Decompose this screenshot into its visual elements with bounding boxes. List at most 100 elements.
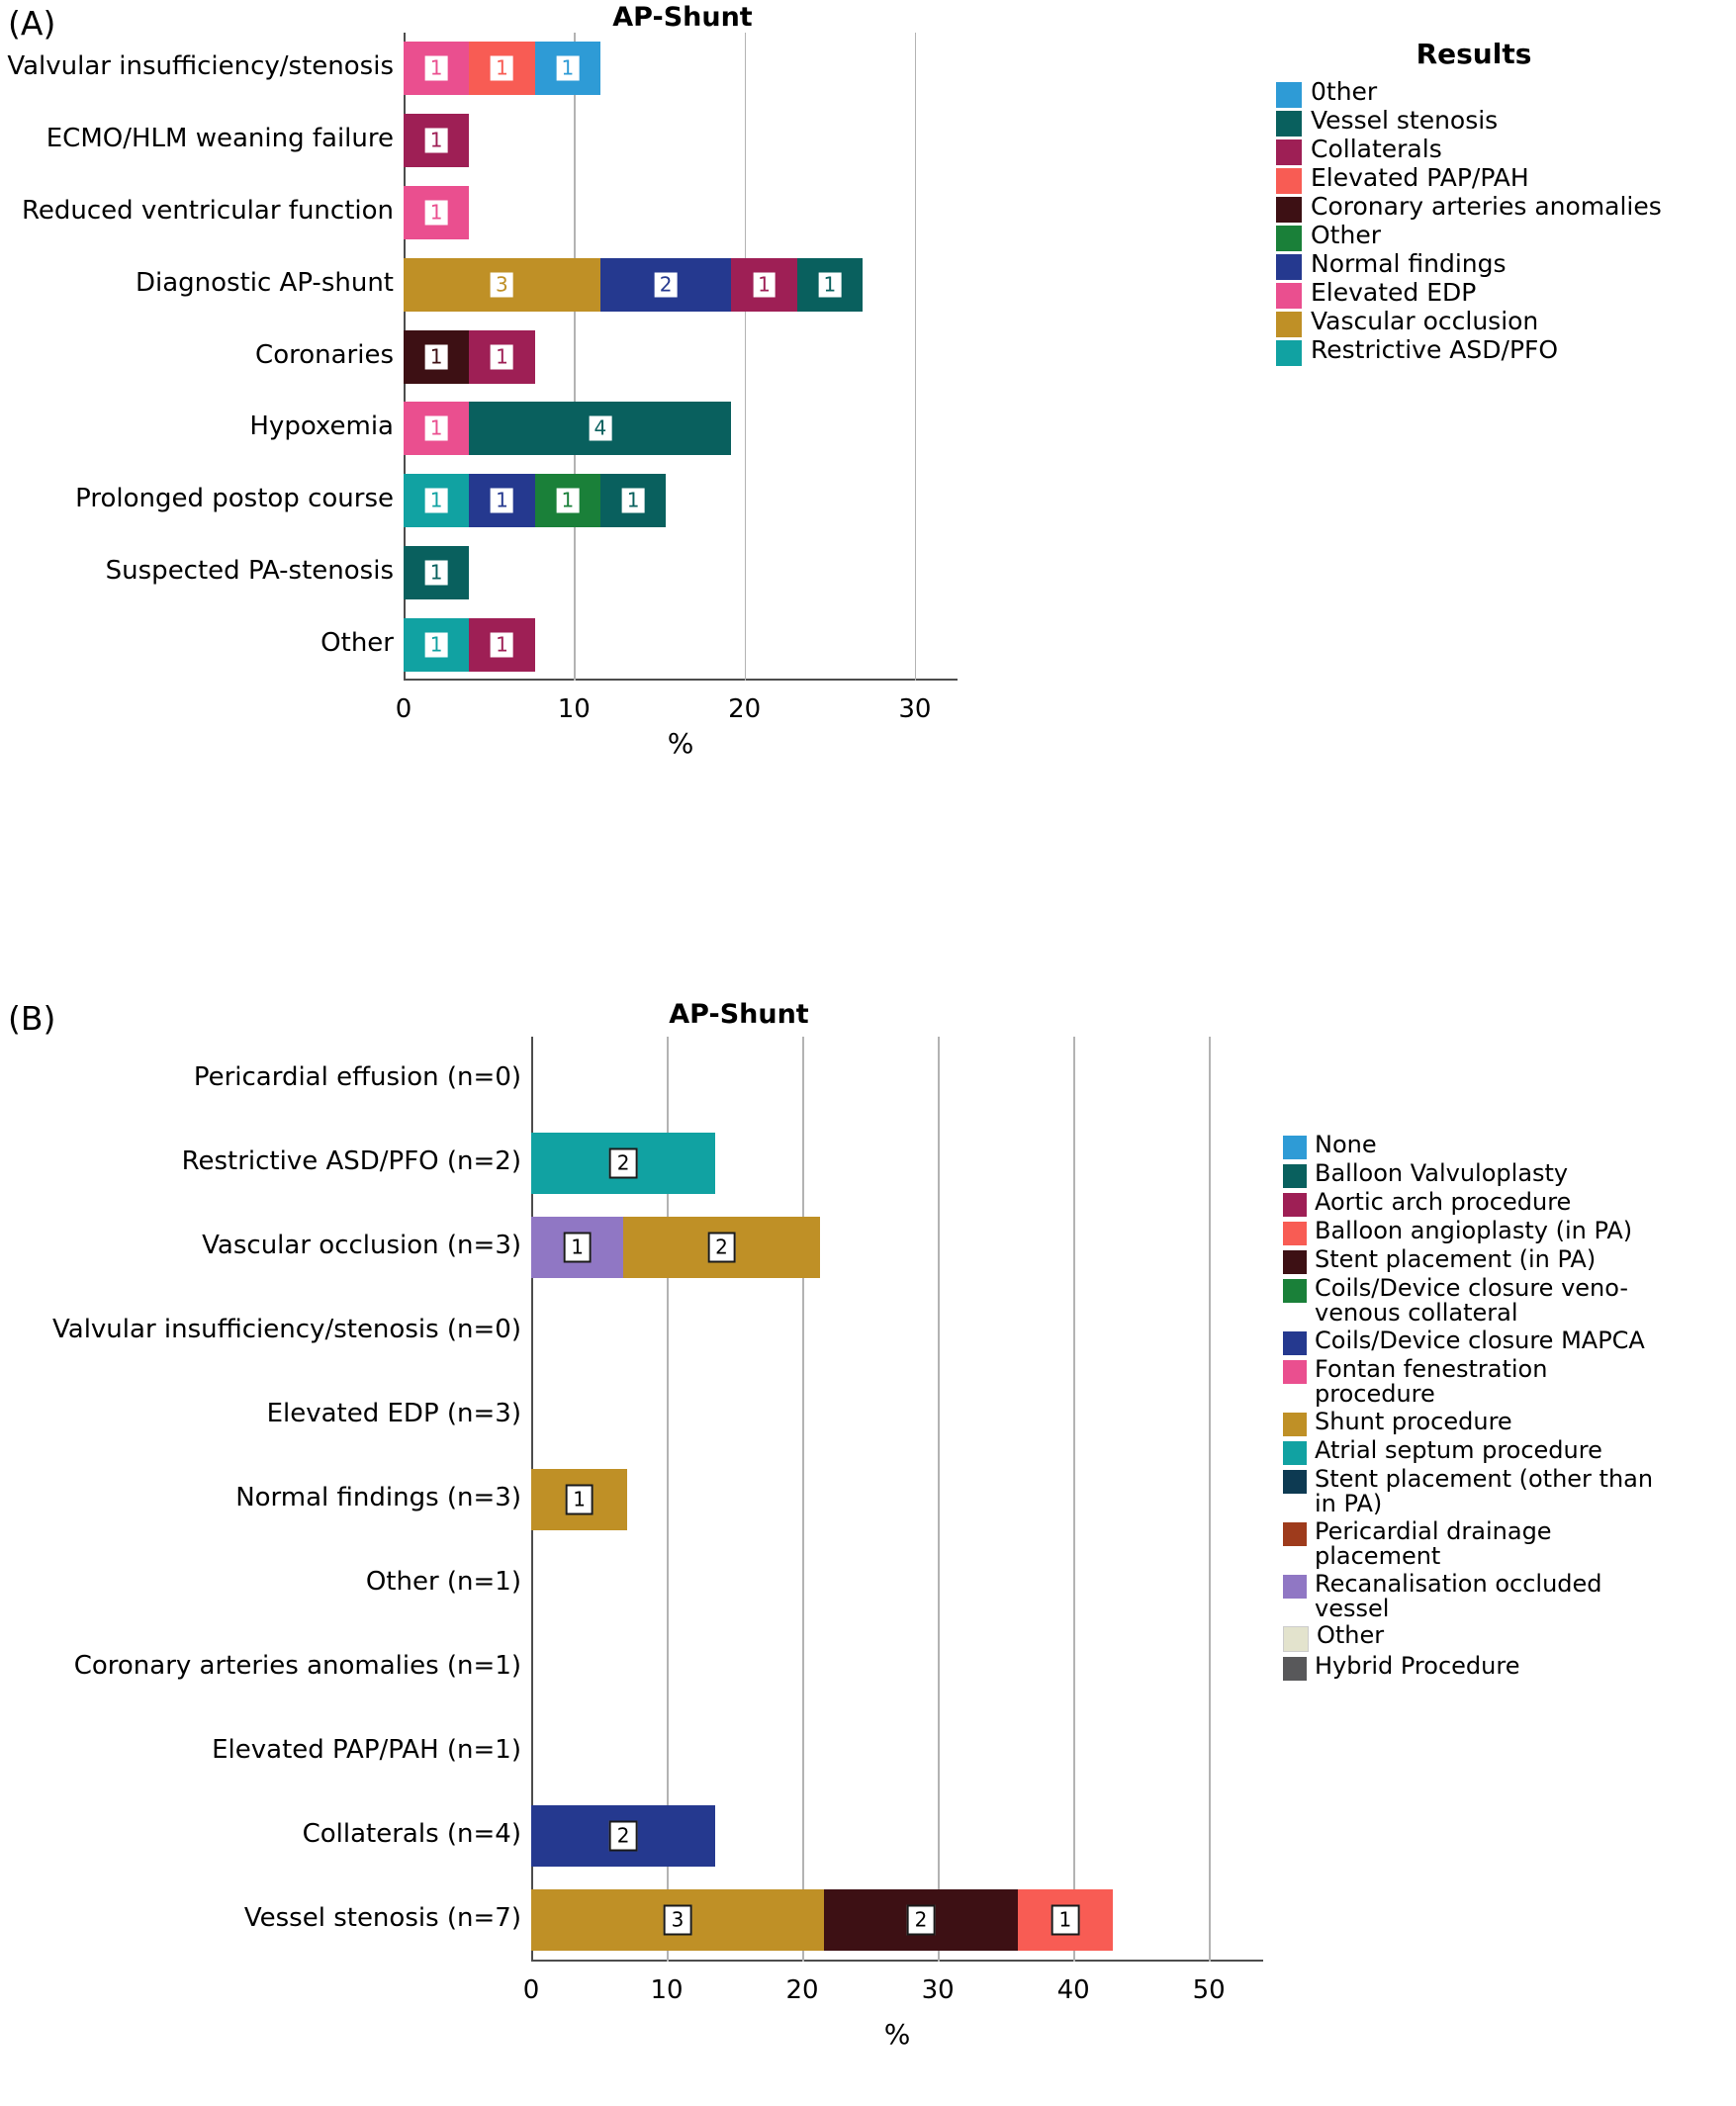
legend-item: Vascular occlusion <box>1276 309 1731 337</box>
bar-segment: 1 <box>404 185 470 239</box>
legend-item-label: Other <box>1311 221 1381 249</box>
segment-value-label: 2 <box>654 272 678 298</box>
bar-row <box>531 1721 1263 1783</box>
bar-row: 1 <box>404 185 958 239</box>
gridline <box>667 1037 669 1962</box>
legend-item-label: Restrictive ASD/PFO <box>1311 335 1559 364</box>
segment-value-label: 1 <box>424 632 448 658</box>
legend-item: 0ther <box>1276 79 1731 108</box>
legend-item-label: Other <box>1317 1621 1385 1650</box>
bar-segment: 1 <box>469 329 535 384</box>
segment-value-label: 2 <box>608 1820 638 1851</box>
legend-color-swatch <box>1283 1521 1307 1546</box>
gridline <box>574 33 576 681</box>
bar-row: 2 <box>531 1132 1263 1194</box>
legend-item-label: Collaterals <box>1311 135 1442 163</box>
gridline <box>744 33 747 681</box>
bar-segment: 1 <box>534 474 600 528</box>
legend-color-swatch <box>1276 168 1302 194</box>
legend-item: Pericardial drainage placement <box>1283 1518 1736 1570</box>
y-axis-category-label: Reduced ventricular function <box>22 195 394 226</box>
x-axis-tick-label: 40 <box>1056 1975 1090 2005</box>
bar-segment: 3 <box>531 1888 824 1951</box>
panel-b-x-axis-title: % <box>883 2018 911 2051</box>
legend-color-swatch <box>1276 312 1302 337</box>
x-axis-tick-label: 10 <box>650 1975 684 2005</box>
legend-item-label: None <box>1315 1131 1377 1158</box>
bar-segment: 1 <box>534 42 600 96</box>
segment-value-label: 1 <box>424 560 448 586</box>
segment-value-label: 3 <box>491 272 513 298</box>
legend-item-label: Elevated PAP/PAH <box>1311 163 1529 192</box>
legend-item-label: Elevated EDP <box>1311 278 1477 307</box>
legend-item-label: Coronary arteries anomalies <box>1311 192 1662 221</box>
legend-item-label: Balloon Valvuloplasty <box>1315 1159 1569 1187</box>
legend-item: Hybrid Procedure <box>1283 1653 1736 1682</box>
bar-segment: 1 <box>1017 1888 1113 1951</box>
y-axis-category-label: Hypoxemia <box>249 412 394 442</box>
bar-row <box>531 1553 1263 1614</box>
gridline <box>938 1037 940 1962</box>
segment-value-label: 4 <box>589 415 612 441</box>
legend-color-swatch <box>1276 111 1302 137</box>
y-axis-category-label: Suspected PA-stenosis <box>105 555 394 586</box>
segment-value-label: 1 <box>556 488 580 513</box>
bar-segment: 2 <box>599 257 732 312</box>
legend-item: Aortic arch procedure <box>1283 1189 1736 1217</box>
legend-item-label: Coils/Device closure veno- venous collat… <box>1315 1274 1629 1328</box>
segment-value-label: 1 <box>1051 1904 1080 1935</box>
bar-segment: 2 <box>824 1888 1018 1951</box>
bar-row <box>531 1049 1263 1110</box>
legend-item-label: Vascular occlusion <box>1311 307 1539 335</box>
legend-color-swatch <box>1283 1222 1307 1245</box>
y-axis-category-label: Other (n=1) <box>365 1566 521 1597</box>
legend-item-label: 0ther <box>1311 77 1378 106</box>
segment-value-label: 1 <box>491 55 513 81</box>
legend-color-swatch <box>1276 197 1302 223</box>
bar-segment: 4 <box>469 402 732 456</box>
x-axis-tick-label: 50 <box>1192 1975 1226 2005</box>
bar-segment: 1 <box>531 1216 624 1278</box>
y-axis-category-label: Elevated EDP (n=3) <box>266 1398 521 1428</box>
legend-item: Normal findings <box>1276 251 1731 280</box>
segment-value-label: 1 <box>563 1232 592 1262</box>
legend-item: Collaterals <box>1276 137 1731 165</box>
legend-color-swatch <box>1283 1626 1309 1653</box>
gridline <box>1073 1037 1075 1962</box>
panel-a-title: AP-Shunt <box>612 2 753 33</box>
legend-color-swatch <box>1283 1279 1307 1303</box>
legend-item: Balloon angioplasty (in PA) <box>1283 1217 1736 1245</box>
legend-item: Elevated EDP <box>1276 280 1731 309</box>
bar-segment: 1 <box>404 617 470 672</box>
legend-item: Fontan fenestration procedure <box>1283 1356 1736 1408</box>
panel-b-letter: (B) <box>8 999 56 1038</box>
legend-item-label: Atrial septum procedure <box>1315 1435 1602 1464</box>
bar-row: 1 <box>531 1468 1263 1530</box>
panel-a-x-axis <box>404 679 958 681</box>
panel-a-letter: (A) <box>8 4 56 43</box>
y-axis-category-label: Collaterals (n=4) <box>302 1818 521 1849</box>
x-axis-tick-label: 30 <box>898 694 932 724</box>
segment-value-label: 2 <box>906 1904 936 1935</box>
legend-item: Coils/Device closure veno- venous collat… <box>1283 1274 1736 1328</box>
x-axis-tick-label: 20 <box>785 1975 819 2005</box>
legend-color-swatch <box>1276 283 1302 309</box>
legend-color-swatch <box>1283 1164 1307 1188</box>
legend-item: Shunt procedure <box>1283 1409 1736 1436</box>
bar-segment: 1 <box>469 474 535 528</box>
legend-item: Other <box>1276 223 1731 251</box>
legend-item-label: Balloon angioplasty (in PA) <box>1315 1217 1633 1244</box>
x-axis-tick-label: 0 <box>522 1975 540 2005</box>
legend-item-label: Coils/Device closure MAPCA <box>1315 1326 1645 1354</box>
segment-value-label: 1 <box>491 632 513 658</box>
